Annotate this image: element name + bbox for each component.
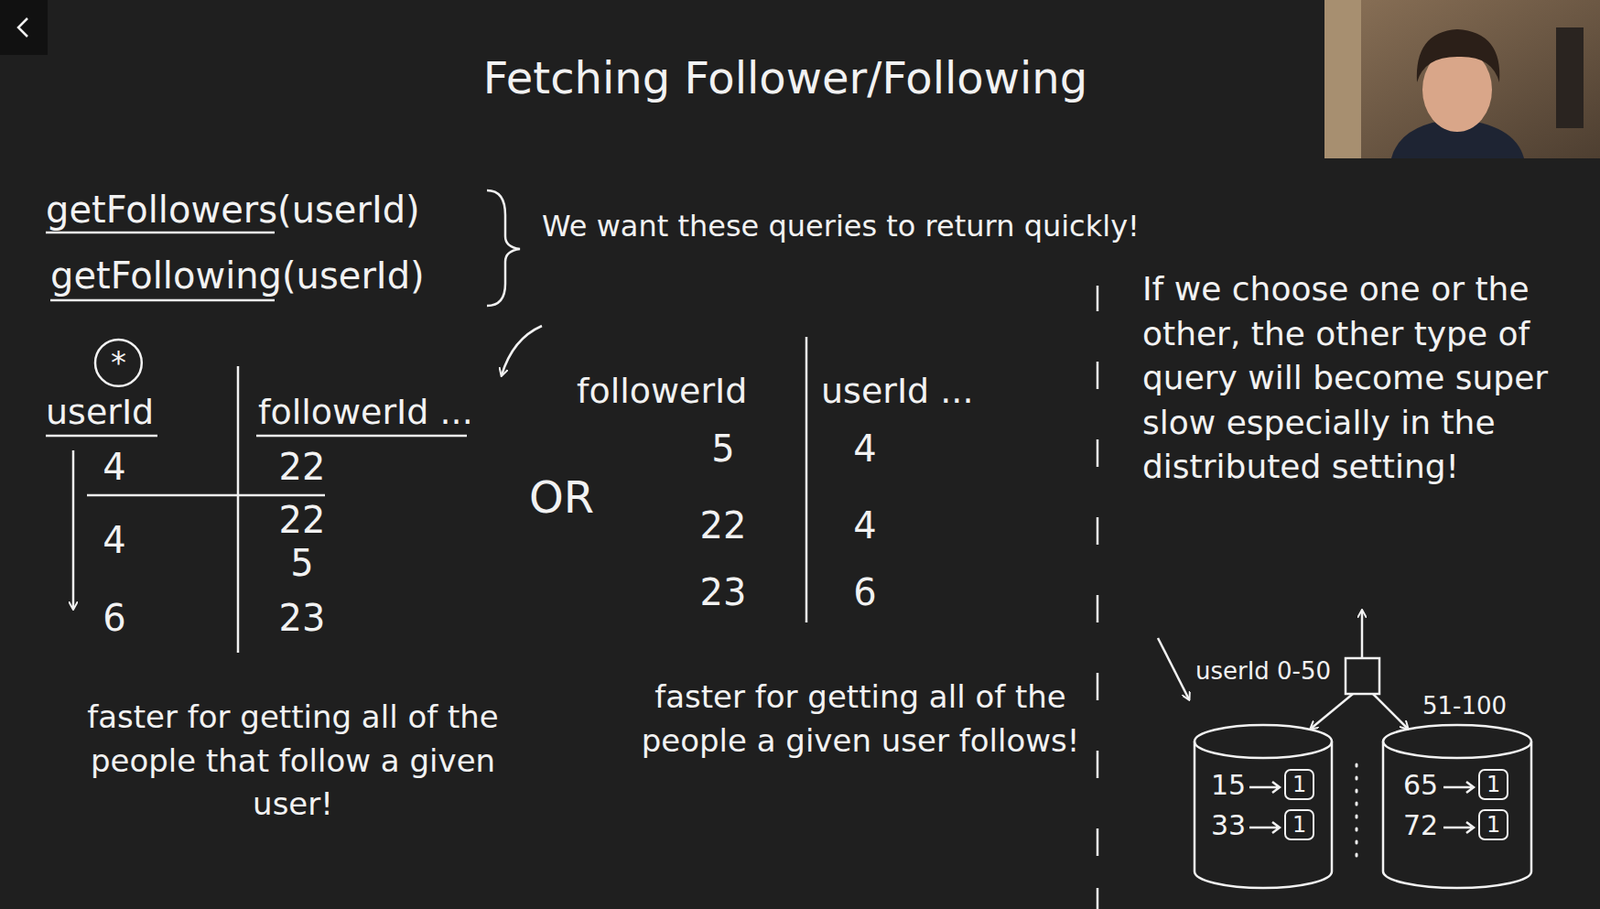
value-box: 1 — [1478, 809, 1509, 841]
board-label: OR — [529, 471, 595, 525]
underline — [45, 231, 275, 235]
database-cylinder: userId 0-50153311 — [1194, 724, 1332, 888]
box-value: 1 — [1292, 771, 1307, 798]
board-label: 5 — [290, 540, 314, 585]
board-label: faster for getting all of the people tha… — [54, 695, 531, 827]
node-text: * — [110, 344, 127, 382]
board-label: 23 — [700, 570, 747, 615]
shard-heading: 51-100 — [1383, 691, 1546, 721]
node-text: 15 — [1210, 768, 1246, 802]
board-label: userId ... — [821, 370, 974, 413]
board-label: 4 — [102, 444, 126, 489]
webcam-feed — [1324, 0, 1600, 159]
board-label: 5 — [711, 426, 735, 471]
node-text: 65 — [1403, 768, 1438, 802]
board-label: We want these queries to return quickly! — [541, 208, 1140, 244]
underline — [50, 299, 275, 303]
title: Fetching Follower/Following — [483, 52, 1088, 106]
dotted-link — [1355, 764, 1359, 865]
box-value: 1 — [1486, 811, 1501, 838]
table-divider — [805, 336, 809, 623]
board-label: 4 — [853, 503, 876, 548]
board-label: 22 — [279, 497, 326, 542]
board-label: userId — [45, 391, 154, 434]
circled-mark: * — [93, 337, 144, 389]
box-value: 1 — [1486, 771, 1501, 798]
underline — [45, 434, 158, 438]
value-box: 1 — [1478, 768, 1509, 800]
node-text: 33 — [1210, 809, 1246, 843]
insert-line — [86, 494, 325, 498]
router-box — [1345, 658, 1380, 694]
sort-arrow — [72, 450, 76, 609]
board-label: 4 — [102, 518, 126, 563]
dashed-separator — [1096, 285, 1100, 909]
board-label: 22 — [279, 444, 326, 489]
board-label: getFollowers(userId) — [45, 187, 421, 232]
table-divider — [237, 366, 240, 653]
board-label: 23 — [279, 595, 326, 640]
fan-arrow — [1310, 693, 1353, 729]
board-label: followerId ... — [258, 391, 474, 434]
value-box: 1 — [1284, 768, 1315, 800]
pointer-arrow — [1157, 637, 1190, 700]
fan-arrow — [1372, 693, 1408, 729]
board-label: getFollowing(userId) — [50, 253, 425, 298]
board-label: followerId — [576, 370, 747, 413]
value-box: 1 — [1284, 809, 1315, 841]
node-text: 72 — [1403, 809, 1438, 843]
database-cylinder: 51-100657211 — [1383, 724, 1532, 888]
board-label: If we choose one or the other, the other… — [1142, 267, 1582, 490]
cylinder-outline — [1383, 724, 1532, 888]
board-label: 22 — [700, 503, 747, 548]
fan-arrow — [1361, 610, 1364, 659]
board-label: 6 — [102, 595, 126, 640]
shard-heading: userId 0-50 — [1194, 657, 1332, 686]
curly-brace — [486, 190, 520, 306]
cylinder-outline — [1194, 724, 1332, 888]
board-label: 6 — [853, 570, 876, 615]
board-label: 4 — [853, 426, 876, 471]
box-value: 1 — [1292, 811, 1307, 838]
back-button — [0, 0, 48, 55]
board-label: faster for getting all of the people a g… — [640, 675, 1081, 763]
pointer-arrow — [501, 325, 542, 376]
underline — [256, 434, 467, 438]
